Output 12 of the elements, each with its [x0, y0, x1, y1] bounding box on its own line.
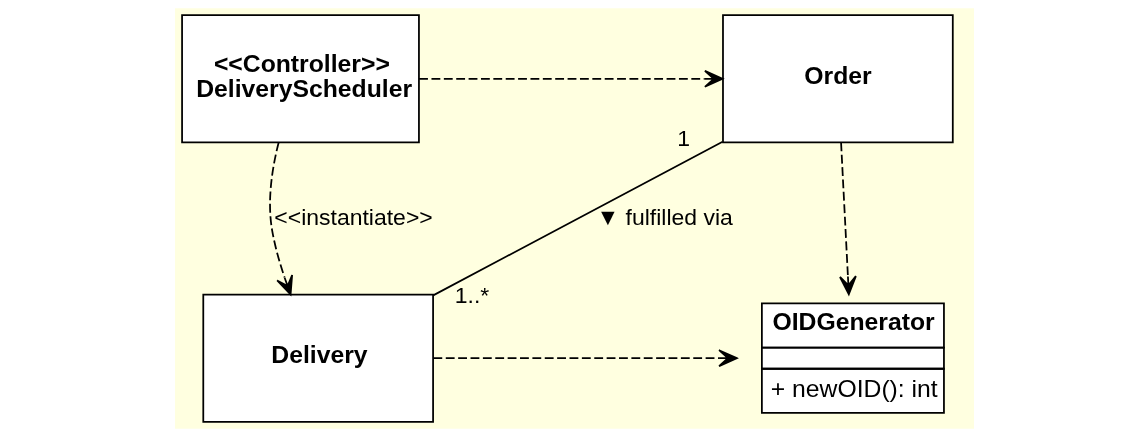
arrow — [417, 70, 723, 88]
connector — [431, 140, 723, 297]
arrow — [432, 349, 738, 367]
arrow — [838, 141, 857, 296]
edge-label: <<instantiate>> — [273, 203, 433, 230]
node-box: Order — [721, 14, 954, 144]
label: 1 — [676, 125, 690, 152]
node-box: <<Controller>> DeliveryScheduler — [180, 14, 420, 144]
label: 1..* — [454, 281, 489, 308]
arrow — [268, 141, 293, 296]
node-box: Delivery — [201, 293, 434, 423]
edge-label: ▼ fulfilled via — [595, 203, 733, 230]
